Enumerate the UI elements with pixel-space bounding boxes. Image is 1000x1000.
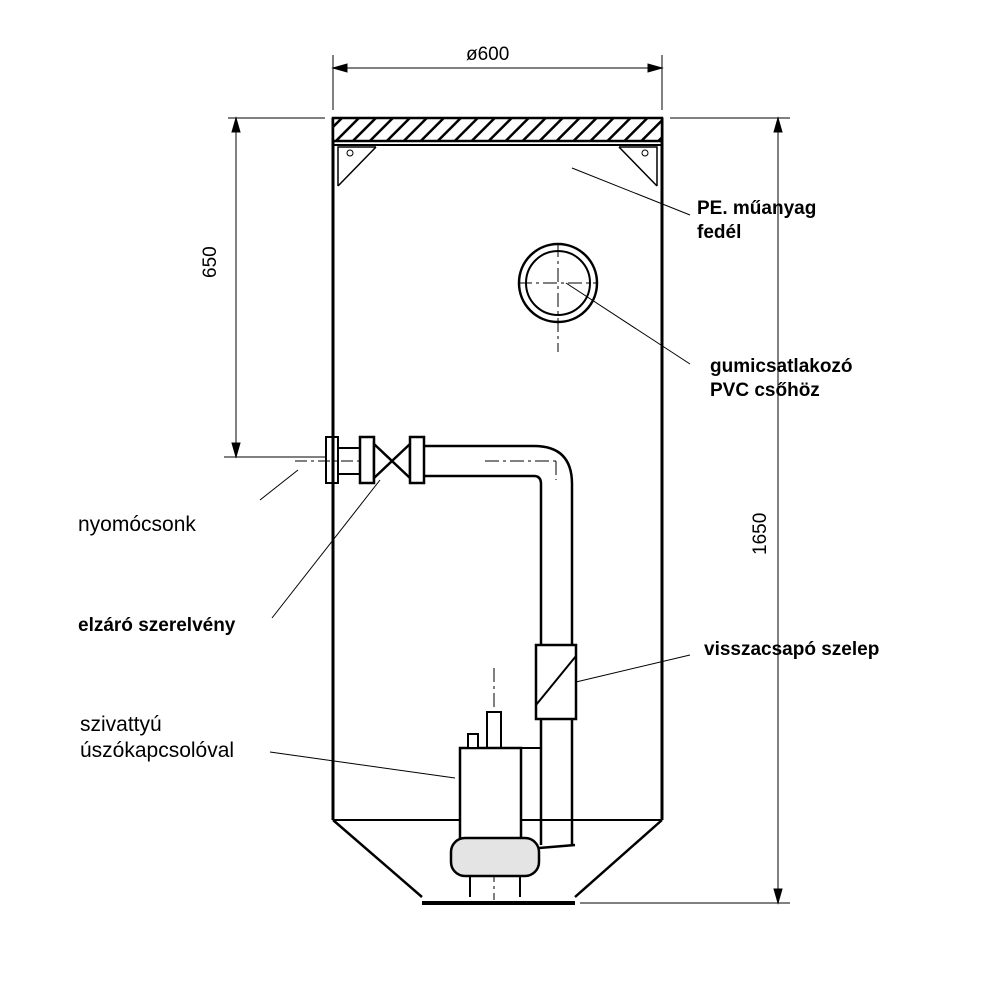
label-rubber-connector-line1: gumicsatlakozó bbox=[710, 356, 853, 377]
check-valve bbox=[534, 643, 578, 721]
label-cover-line2: fedél bbox=[697, 221, 742, 243]
tank-body bbox=[331, 118, 664, 905]
label-pump: szivattyú úszókapcsolóval bbox=[80, 712, 234, 765]
label-pressure-outlet: nyomócsonk bbox=[78, 513, 196, 536]
label-rubber-connector: gumicsatlakozó PVC csőhöz bbox=[710, 355, 853, 403]
label-shutoff-valve: elzáró szerelvény bbox=[78, 615, 236, 636]
dimension-lines bbox=[224, 55, 790, 905]
shutoff-valve bbox=[358, 435, 426, 485]
label-rubber-connector-line2: PVC csőhöz bbox=[710, 379, 820, 401]
label-check-valve: visszacsapó szelep bbox=[704, 639, 880, 660]
pressure-outlet bbox=[295, 436, 360, 484]
dimension-upper-height: 650 bbox=[200, 246, 221, 278]
cover-lid bbox=[331, 116, 664, 187]
label-cover: PE. műanyag fedél bbox=[697, 197, 816, 245]
pump bbox=[449, 668, 576, 900]
label-cover-line1: PE. műanyag bbox=[697, 198, 817, 219]
dimension-total-height: 1650 bbox=[750, 512, 771, 555]
leader-lines bbox=[259, 167, 691, 779]
label-pump-line2: úszókapcsolóval bbox=[80, 739, 235, 763]
dimension-diameter: ø600 bbox=[466, 44, 510, 65]
label-pump-line1: szivattyú bbox=[80, 713, 162, 736]
rubber-connector bbox=[517, 242, 599, 352]
